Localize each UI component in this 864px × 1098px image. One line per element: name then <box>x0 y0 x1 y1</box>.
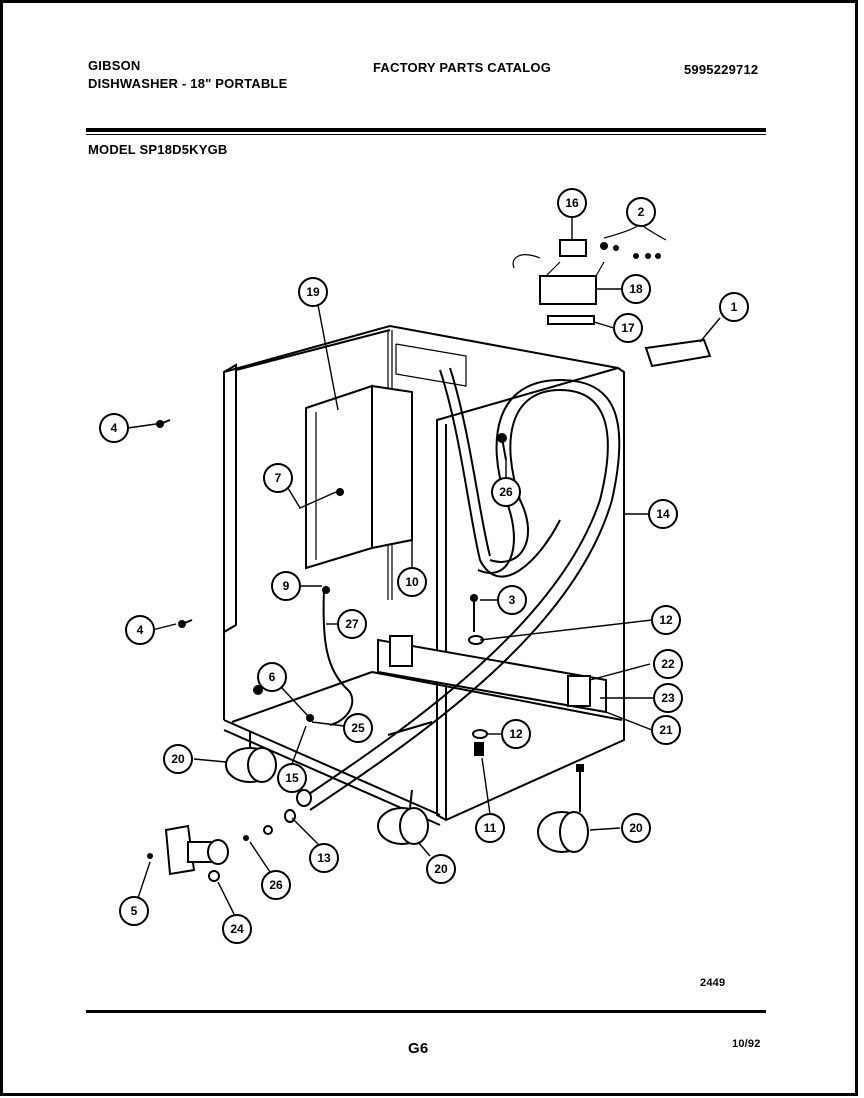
drain-tube <box>322 589 354 726</box>
header-rule-thin <box>86 134 766 135</box>
svg-text:18: 18 <box>629 282 643 296</box>
svg-text:27: 27 <box>345 617 359 631</box>
svg-text:20: 20 <box>629 821 643 835</box>
callout-14: 14 <box>648 499 678 529</box>
svg-text:12: 12 <box>659 613 673 627</box>
callout-21: 21 <box>651 715 681 745</box>
callout-5: 5 <box>119 896 149 926</box>
callout-3: 3 <box>497 585 527 615</box>
callout-2: 2 <box>626 197 656 227</box>
callout-24: 24 <box>222 914 252 944</box>
callout-1: 1 <box>719 292 749 322</box>
svg-text:4: 4 <box>111 421 118 435</box>
svg-text:17: 17 <box>621 321 635 335</box>
svg-text:13: 13 <box>317 851 331 865</box>
brand-name: GIBSON <box>88 58 141 73</box>
callout-20-right: 20 <box>621 813 651 843</box>
callout-6: 6 <box>257 662 287 692</box>
water-inlet-valve <box>147 789 312 882</box>
callout-27: 27 <box>337 609 367 639</box>
page-number: G6 <box>408 1040 429 1057</box>
part-group-brace <box>603 223 667 241</box>
callout-26-lower: 26 <box>261 870 291 900</box>
callout-22: 22 <box>653 649 683 679</box>
model-number: MODEL SP18D5KYGB <box>88 142 228 157</box>
svg-text:11: 11 <box>484 821 497 835</box>
svg-text:15: 15 <box>285 771 299 785</box>
svg-text:1: 1 <box>731 300 738 314</box>
svg-text:20: 20 <box>434 862 448 876</box>
callout-19: 19 <box>298 277 328 307</box>
svg-text:19: 19 <box>306 285 320 299</box>
callout-26-upper: 26 <box>491 477 521 507</box>
callout-4-lower: 4 <box>125 615 155 645</box>
callout-10: 10 <box>397 567 427 597</box>
svg-text:4: 4 <box>137 623 144 637</box>
inlet-valve-assembly <box>512 239 661 325</box>
header-rule <box>86 128 766 132</box>
control-panel-part <box>305 384 413 570</box>
callout-20-middle: 20 <box>426 854 456 884</box>
svg-text:5: 5 <box>131 904 138 918</box>
svg-text:26: 26 <box>499 485 513 499</box>
callout-12-upper: 12 <box>651 605 681 635</box>
callout-12-lower: 12 <box>501 719 531 749</box>
callout-17: 17 <box>613 313 643 343</box>
svg-text:6: 6 <box>269 670 276 684</box>
product-name: DISHWASHER - 18" PORTABLE <box>88 76 288 91</box>
callout-16: 16 <box>557 188 587 218</box>
callout-13: 13 <box>309 843 339 873</box>
hose-assembly <box>299 367 621 811</box>
svg-text:24: 24 <box>230 922 244 936</box>
svg-text:16: 16 <box>565 196 579 210</box>
callout-11: 11 <box>475 813 505 843</box>
callout-25: 25 <box>343 713 373 743</box>
revision-date: 10/92 <box>732 1038 761 1050</box>
footer-rule <box>86 1010 766 1013</box>
caster-wheels <box>225 732 589 853</box>
callout-9: 9 <box>271 571 301 601</box>
callout-7: 7 <box>263 463 293 493</box>
catalog-title: FACTORY PARTS CATALOG <box>373 60 552 75</box>
leader-lines <box>127 217 721 915</box>
svg-text:23: 23 <box>661 691 675 705</box>
svg-text:26: 26 <box>269 878 283 892</box>
callout-18: 18 <box>621 274 651 304</box>
svg-text:21: 21 <box>659 723 673 737</box>
callout-23: 23 <box>653 683 683 713</box>
svg-text:2: 2 <box>638 205 645 219</box>
svg-text:7: 7 <box>275 471 282 485</box>
fasteners <box>156 419 507 756</box>
callout-4-upper: 4 <box>99 413 129 443</box>
svg-text:14: 14 <box>656 507 670 521</box>
svg-text:22: 22 <box>661 657 675 671</box>
svg-text:9: 9 <box>283 579 290 593</box>
drawing-number: 2449 <box>700 977 726 989</box>
svg-text:3: 3 <box>509 593 516 607</box>
insulation-pad <box>644 338 712 368</box>
callout-15: 15 <box>277 763 307 793</box>
callout-20-left: 20 <box>163 744 193 774</box>
svg-text:12: 12 <box>509 727 523 741</box>
svg-text:10: 10 <box>405 575 419 589</box>
catalog-number: 5995229712 <box>684 62 759 77</box>
svg-text:20: 20 <box>171 752 185 766</box>
svg-text:25: 25 <box>351 721 365 735</box>
